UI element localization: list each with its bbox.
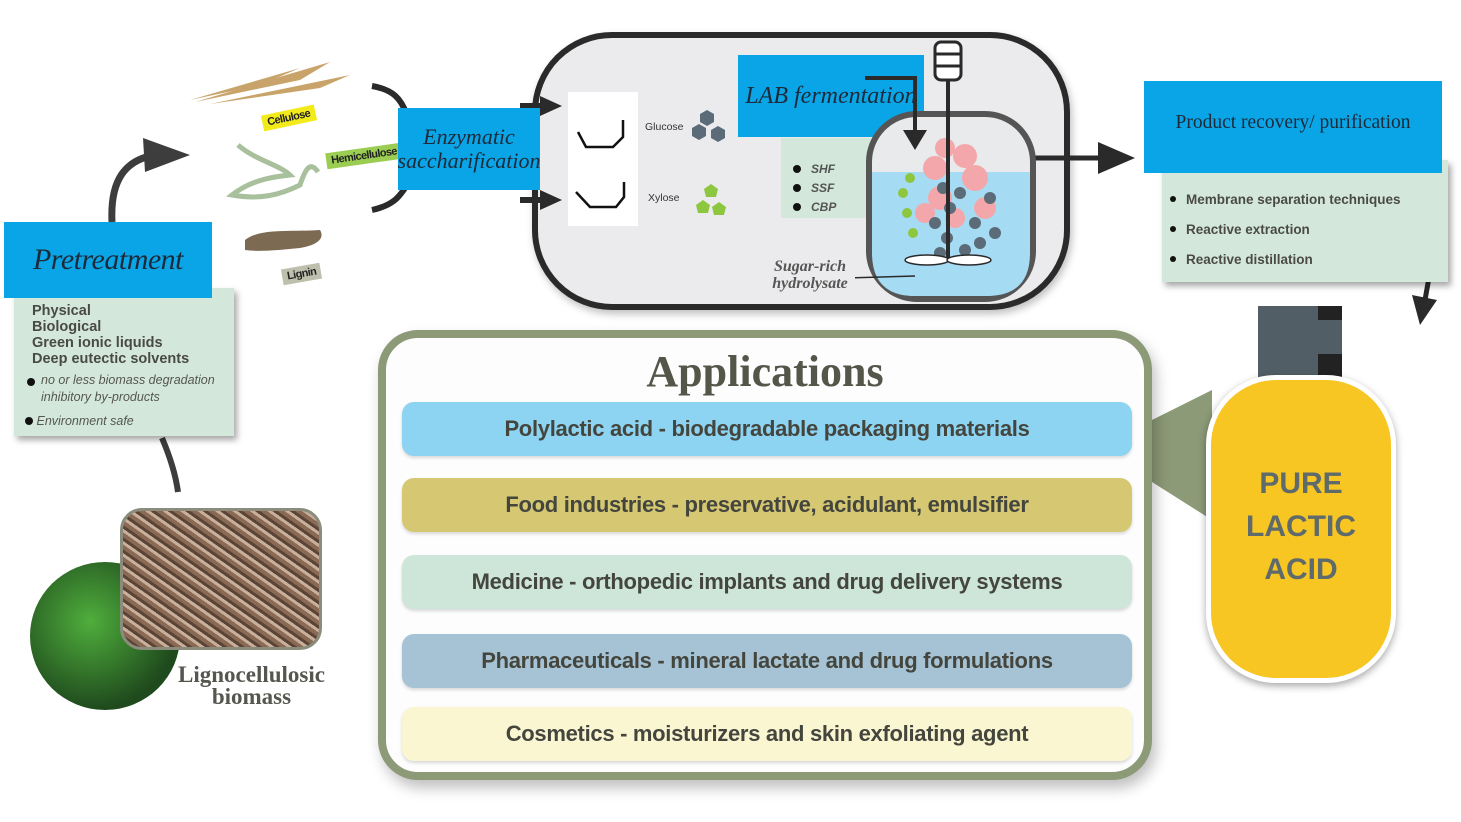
fermentation-mode: SHF xyxy=(811,162,836,176)
arrow-to-recovery-icon xyxy=(1030,142,1135,174)
application-item: Cosmetics - moisturizers and skin exfoli… xyxy=(402,707,1132,761)
application-item: Pharmaceuticals - mineral lactate and dr… xyxy=(402,634,1132,688)
bottle-cap-icon xyxy=(1258,306,1342,382)
xylose-pentagon-icon xyxy=(696,184,726,215)
pretreatment-methods: Physical Biological Green ionic liquids … xyxy=(32,303,189,367)
sugar-structures-card xyxy=(568,92,638,226)
pretreatment-method: Physical xyxy=(32,303,91,319)
straw-photo xyxy=(120,508,322,650)
bullet-icon xyxy=(793,165,801,173)
glucose-hexagon-icon xyxy=(692,110,725,142)
bullet-icon xyxy=(1170,226,1176,232)
arrow-to-xylose-icon xyxy=(520,190,562,210)
bottle-label: PURE LACTIC ACID xyxy=(1246,467,1356,586)
xylose-label: Xylose xyxy=(648,192,680,204)
bioreactor-icon xyxy=(855,40,1036,302)
product-recovery-panel xyxy=(1162,160,1448,282)
pretreatment-benefit: Environment safe xyxy=(25,413,134,430)
pretreatment-benefit: no or less biomass degradation inhibitor… xyxy=(27,372,217,406)
fermentation-modes-list: SHF SSF CBP xyxy=(793,160,836,217)
enzymatic-saccharification-title: Enzymatic saccharification xyxy=(398,108,541,190)
application-item: Food industries - preservative, acidulan… xyxy=(402,478,1132,532)
product-recovery-title: Product recovery/ purification xyxy=(1144,81,1442,173)
hemicellulose-strand-icon xyxy=(225,143,321,200)
pretreatment-method: Biological xyxy=(32,319,102,335)
biomass-connector xyxy=(159,436,181,493)
fermentation-mode: CBP xyxy=(811,200,837,214)
bullet-icon xyxy=(793,184,801,192)
applications-connector xyxy=(1152,390,1212,520)
sugar-structure-icon xyxy=(575,120,626,209)
bullet-icon xyxy=(793,203,801,211)
biomass-label: Lignocellulosic biomass xyxy=(178,662,325,709)
hydrolysate-label: Sugar-rich hydrolysate xyxy=(772,258,848,292)
lactic-acid-bottle xyxy=(1206,375,1396,683)
pretreatment-method: Deep eutectic solvents xyxy=(32,351,190,367)
recovery-technique: Reactive extraction xyxy=(1186,221,1310,237)
bullet-icon xyxy=(1170,196,1176,202)
arrow-to-glucose-icon xyxy=(520,96,562,116)
recovery-techniques-list: Membrane separation techniques Reactive … xyxy=(1170,184,1401,274)
bullet-icon xyxy=(1170,256,1176,262)
lignin-blob-icon xyxy=(245,230,322,251)
recovery-technique: Membrane separation techniques xyxy=(1186,191,1401,207)
bullet-icon xyxy=(25,417,33,425)
glucose-label: Glucose xyxy=(645,121,684,133)
pretreatment-method: Green ionic liquids xyxy=(32,335,163,351)
fermentation-mode: SSF xyxy=(811,181,835,195)
bullet-icon xyxy=(27,378,35,386)
applications-title: Applications xyxy=(646,347,884,396)
pretreatment-panel xyxy=(14,288,234,436)
recovery-technique: Reactive distillation xyxy=(1186,251,1313,267)
curved-arrow-icon xyxy=(108,138,190,223)
cellulose-fiber-icon xyxy=(190,62,350,104)
application-item: Medicine - orthopedic implants and drug … xyxy=(402,555,1132,609)
pretreatment-title: Pretreatment xyxy=(4,222,212,298)
application-item: Polylactic acid - biodegradable packagin… xyxy=(402,402,1132,456)
